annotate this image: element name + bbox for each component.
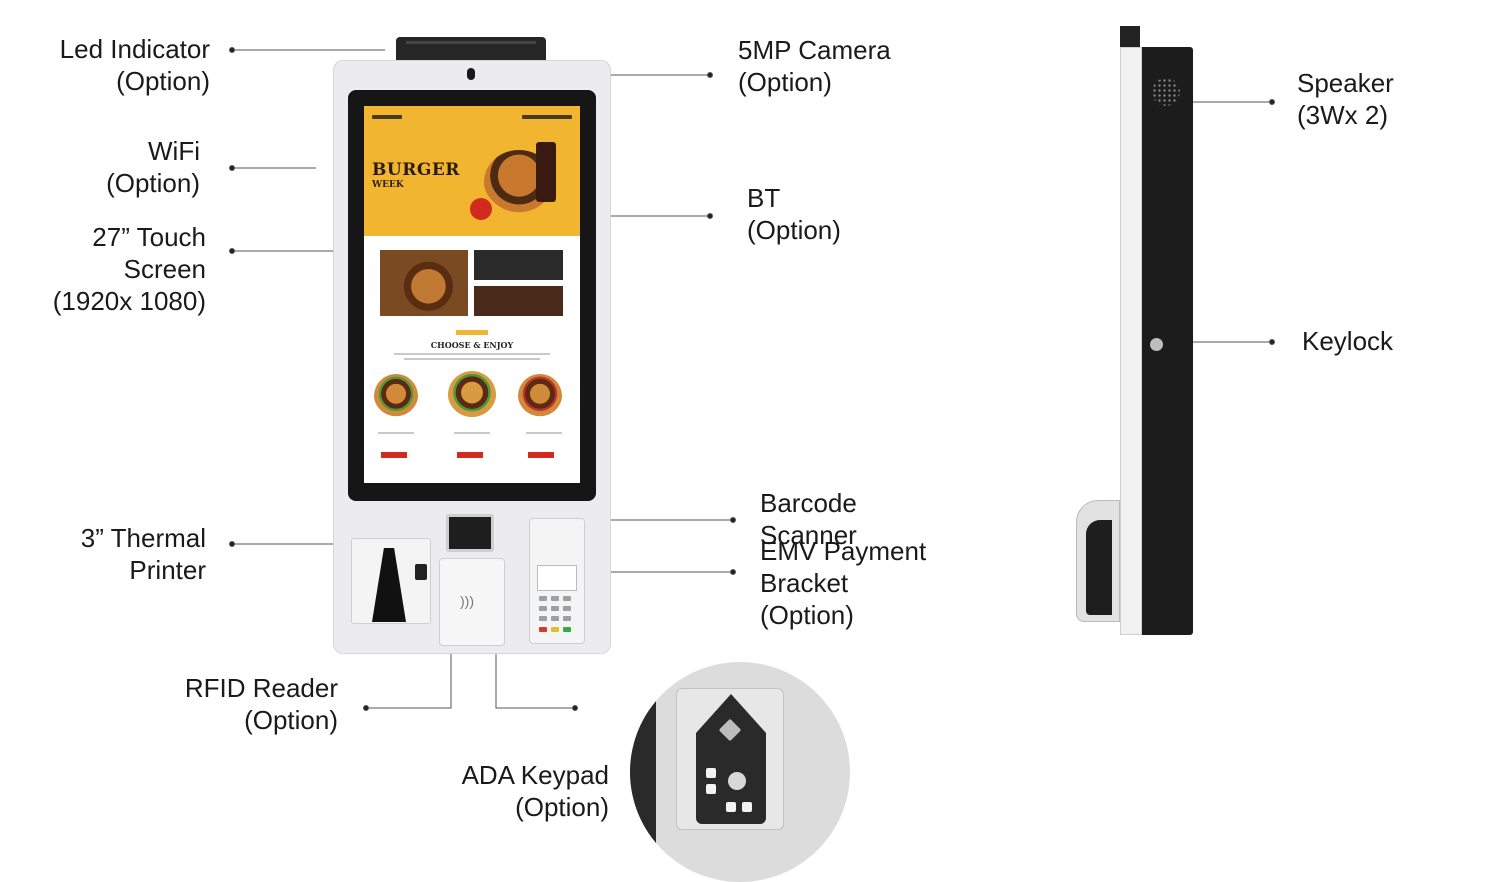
callout-line: EMV Payment: [760, 536, 927, 566]
zoom-dark-edge: [630, 662, 656, 882]
screen-order-button: [381, 452, 407, 458]
printer-knob: [415, 564, 427, 580]
ada-keypad-zoom: [630, 662, 850, 882]
callout-touch-screen: 27” Touch Screen (1920x 1080): [53, 221, 206, 317]
ada-key: [706, 784, 716, 794]
price-badge: [470, 198, 492, 220]
screen-nav-bar: [372, 115, 572, 121]
screen-text-line: [394, 353, 550, 355]
emv-key: [551, 606, 559, 611]
callout-option: (Option): [738, 67, 832, 97]
callout-rfid-reader: RFID Reader (Option): [185, 672, 338, 736]
callout-spec: (3Wx 2): [1297, 100, 1388, 130]
emv-key: [539, 596, 547, 601]
callout-ada-keypad: ADA Keypad (Option): [462, 759, 609, 823]
ada-leader: [495, 644, 575, 709]
kiosk-side-panel: [1120, 47, 1142, 635]
callout-line: 3” Thermal: [80, 523, 206, 553]
callout-option: (Option): [244, 705, 338, 735]
emv-enter-key: [563, 627, 571, 632]
callout-name: 5MP Camera: [738, 35, 891, 65]
side-printer-dark: [1086, 520, 1112, 615]
barcode-scanner: [446, 514, 494, 552]
screen-hero-subtitle: WEEK: [372, 180, 404, 190]
callout-line: (Option): [760, 600, 854, 630]
emv-display: [537, 565, 577, 591]
drink-image: [536, 142, 556, 202]
callout-wifi: WiFi (Option): [106, 135, 200, 199]
screen-text-line: [404, 358, 540, 360]
rfid-reader: [439, 558, 505, 646]
screen-tag: [456, 330, 488, 335]
callout-line: 27” Touch: [92, 222, 206, 252]
callout-line: Scanner: [760, 520, 857, 550]
burger-image: [518, 374, 562, 418]
screen-text-line: [378, 432, 414, 434]
promo-tile-top: [474, 250, 563, 280]
emv-key: [563, 596, 571, 601]
screen-hero-banner: BURGER WEEK: [364, 106, 580, 236]
screen-order-button: [528, 452, 554, 458]
callout-name: WiFi: [148, 136, 200, 166]
emv-key: [551, 596, 559, 601]
screen-hero-title: BURGER: [372, 160, 460, 180]
callout-option: (Option): [515, 792, 609, 822]
ada-key: [726, 802, 736, 812]
headphone-jack-icon: [728, 772, 746, 790]
callout-line: Bracket: [760, 568, 849, 598]
side-led-indicator: [1120, 26, 1140, 47]
screen-text-line: [526, 432, 562, 434]
led-indicator-bar: [396, 37, 546, 61]
callout-name: Keylock: [1302, 326, 1394, 356]
promo-tile-bottom: [474, 286, 563, 316]
callout-keylock: Keylock: [1302, 325, 1393, 357]
callout-name: RFID Reader: [184, 673, 338, 703]
camera-icon: [467, 68, 475, 80]
callout-name: Led Indicator: [59, 34, 210, 64]
callout-barcode-scanner: Barcode Scanner: [760, 487, 857, 551]
speaker-icon: [1152, 78, 1180, 106]
emv-key: [563, 606, 571, 611]
callout-speaker: Speaker (3Wx 2): [1297, 67, 1394, 131]
burger-image: [448, 371, 496, 419]
callout-option: (Option): [747, 215, 841, 245]
screen-text-line: [454, 432, 490, 434]
touch-screen: BURGER WEEK CHOOSE & ENJOY: [364, 106, 580, 483]
callout-bt: BT (Option): [747, 182, 841, 246]
callout-option: (Option): [106, 168, 200, 198]
ada-key: [706, 768, 716, 778]
callout-led-indicator: Led Indicator (Option): [60, 33, 210, 97]
ada-key: [742, 802, 752, 812]
callout-option: (Option): [116, 66, 210, 96]
callout-name: BT: [747, 183, 781, 213]
emv-key: [539, 606, 547, 611]
keylock-icon: [1150, 338, 1163, 351]
rfid-leader: [366, 644, 452, 709]
callout-line: Screen: [123, 254, 206, 284]
callout-name: ADA Keypad: [461, 760, 609, 790]
callout-camera: 5MP Camera (Option): [738, 34, 891, 98]
emv-clear-key: [551, 627, 559, 632]
emv-key: [563, 616, 571, 621]
emv-key: [551, 616, 559, 621]
callout-line: Printer: [129, 555, 206, 585]
callout-thermal-printer: 3” Thermal Printer: [81, 522, 206, 586]
screen-section-heading: CHOOSE & ENJOY: [430, 340, 514, 350]
contactless-icon: ))): [460, 593, 474, 609]
callout-emv-bracket: EMV Payment Bracket (Option): [760, 535, 926, 631]
emv-key: [539, 616, 547, 621]
emv-cancel-key: [539, 627, 547, 632]
promo-tile-large: [380, 250, 468, 316]
callout-name: Speaker: [1297, 68, 1394, 98]
callout-line: Barcode: [760, 488, 857, 518]
callout-line: (1920x 1080): [52, 286, 206, 316]
burger-image: [374, 374, 418, 418]
screen-order-button: [457, 452, 483, 458]
